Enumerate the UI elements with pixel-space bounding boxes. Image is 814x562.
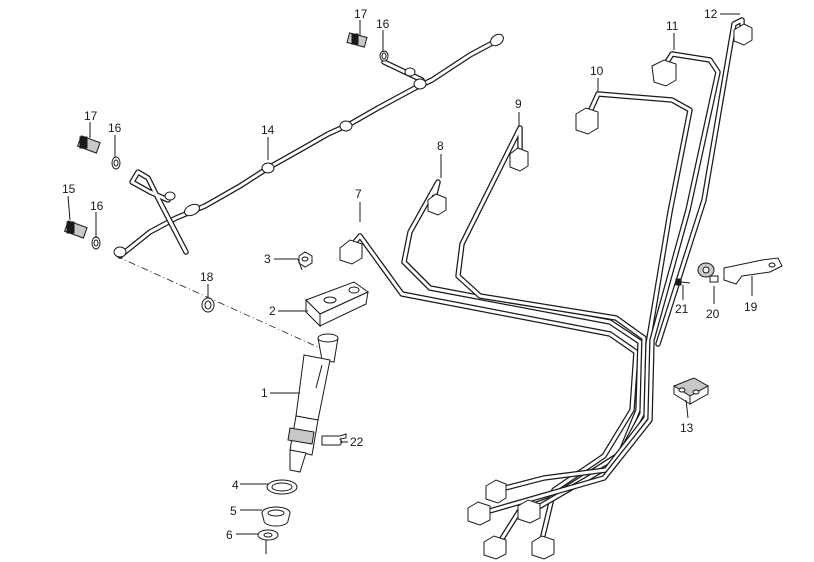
assembly-axis: [115, 255, 321, 349]
callout-20: 20: [706, 307, 720, 321]
callout-17a: 17: [354, 7, 368, 21]
banjo-bolt-upper: [346, 32, 389, 62]
banjo-bolt-left-upper: [76, 135, 121, 170]
injector: [287, 333, 339, 473]
hand-pointer-icon: [321, 433, 347, 446]
callout-18: 18: [200, 270, 214, 284]
callout-4: 4: [232, 478, 239, 492]
nozzle-washer: [257, 529, 279, 541]
callout-5: 5: [230, 504, 237, 518]
callout-16c: 16: [90, 199, 104, 213]
callout-16a: 16: [376, 17, 390, 31]
bolt: [675, 278, 691, 286]
seat-washer: [266, 479, 298, 495]
callout-14: 14: [261, 123, 275, 137]
callout-15: 15: [62, 182, 76, 196]
callout-6: 6: [226, 528, 233, 542]
callout-22: 22: [350, 435, 364, 449]
pipe-clip: [672, 377, 710, 405]
callout-21: 21: [675, 302, 689, 316]
bracket: [723, 257, 783, 285]
clamp-nut: [298, 251, 313, 268]
callout-16b: 16: [108, 121, 122, 135]
leader-lines: [67, 13, 753, 554]
pipe-nuts: [339, 23, 753, 560]
callout-11: 11: [666, 19, 679, 33]
callout-10: 10: [590, 64, 604, 78]
leak-off-pipe: [113, 33, 504, 259]
sealing-washer: [201, 297, 215, 313]
callout-8: 8: [437, 139, 444, 153]
injection-pipes: [347, 17, 745, 551]
callout-12: 12: [704, 7, 718, 21]
callout-labels: 1 2 3 4 5 6 7 8 9 10 11 12 13 14 15 16 1…: [62, 7, 758, 542]
callout-13: 13: [680, 421, 694, 435]
banjo-bolt-left-lower: [63, 220, 101, 250]
callout-19: 19: [744, 300, 758, 314]
heat-shield-cup: [261, 506, 291, 527]
callout-7: 7: [355, 187, 362, 201]
callout-9: 9: [515, 97, 522, 111]
rubber-clamp: [697, 262, 719, 283]
callout-3: 3: [264, 252, 271, 266]
injector-clamp: [305, 281, 369, 328]
callout-2: 2: [269, 304, 276, 318]
callout-1: 1: [261, 386, 268, 400]
callout-17b: 17: [84, 109, 98, 123]
